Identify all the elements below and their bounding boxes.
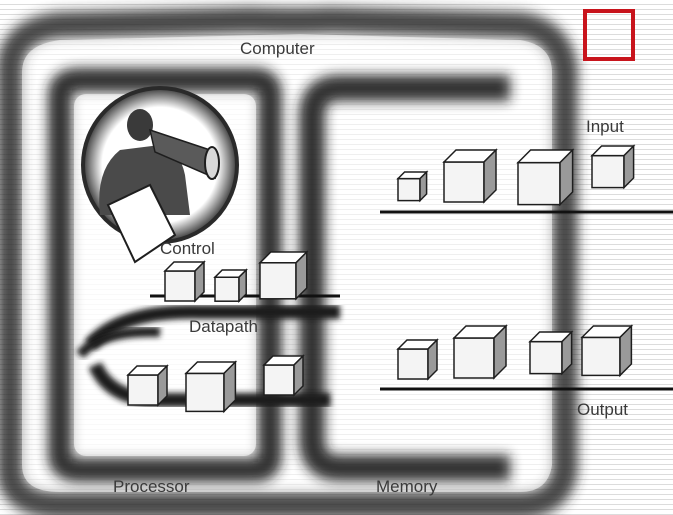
cube-icon [215,270,246,301]
label-control: Control [160,239,215,259]
cube-icon [260,252,307,299]
label-output: Output [577,400,628,420]
cube-icon [582,326,631,375]
label-input: Input [586,117,624,137]
input-belt [380,205,673,212]
cube-icon [530,332,572,374]
cube-icon [518,150,573,205]
cube-icon [186,362,235,411]
cube-icon [398,340,437,379]
label-processor: Processor [113,477,190,497]
output-belt [380,382,673,389]
label-computer: Computer [240,39,315,59]
red-square-marker [583,9,635,61]
cube-icon [264,356,303,395]
cube-icon [128,366,167,405]
cube-icon [165,262,204,301]
cube-icon [454,326,506,378]
cube-icon [444,150,496,202]
cube-icon [592,146,634,188]
label-memory: Memory [376,477,437,497]
cube-icon [398,172,427,201]
label-datapath: Datapath [189,317,258,337]
